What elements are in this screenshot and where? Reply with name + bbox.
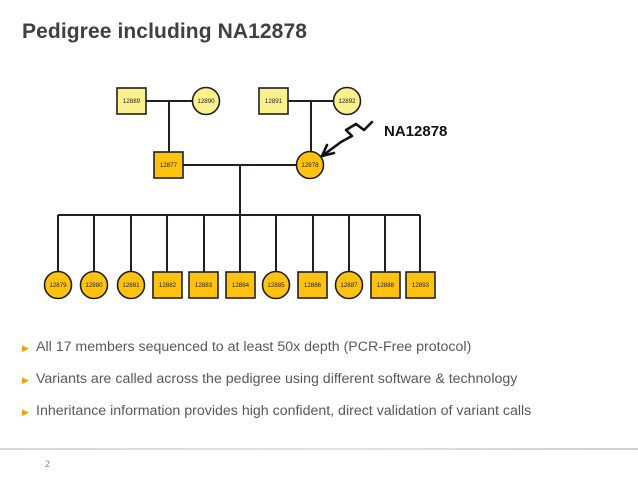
pedigree-node-12890: 12890 bbox=[191, 86, 221, 116]
pedigree-node-12882: 12882 bbox=[152, 271, 183, 299]
na12878-annotation: NA12878 bbox=[320, 120, 447, 158]
node-label: 12891 bbox=[265, 98, 283, 105]
node-label: 12881 bbox=[122, 282, 140, 289]
list-item: ▶ Variants are called across the pedigre… bbox=[22, 370, 622, 389]
bullet-text: Variants are called across the pedigree … bbox=[36, 371, 518, 388]
triangle-bullet-icon: ▶ bbox=[22, 343, 29, 353]
node-label: 12893 bbox=[412, 282, 430, 289]
node-label: 12882 bbox=[159, 282, 177, 289]
pedigree-node-12877: 12877 bbox=[153, 151, 184, 179]
node-label: 12885 bbox=[267, 282, 285, 289]
sibship-bar bbox=[57, 214, 421, 272]
page-title: Pedigree including NA12878 bbox=[22, 20, 308, 43]
triangle-bullet-icon: ▶ bbox=[22, 375, 29, 386]
pedigree-node-12888: 12888 bbox=[370, 271, 401, 299]
list-item: ▶ All 17 members sequenced to at least 5… bbox=[22, 338, 622, 357]
pedigree-node-12887: 12887 bbox=[334, 270, 364, 300]
node-label: 12879 bbox=[49, 282, 67, 289]
list-item: ▶ Inheritance information provides high … bbox=[22, 402, 622, 421]
pedigree-diagram: 12889 12890 12891 12892 12877 12878 bbox=[0, 60, 638, 320]
node-label: 12884 bbox=[232, 282, 250, 289]
pedigree-node-12878: 12878 bbox=[295, 150, 325, 180]
node-label: 12878 bbox=[301, 162, 319, 169]
pedigree-node-12891: 12891 bbox=[258, 87, 289, 115]
node-label: 12888 bbox=[377, 282, 395, 289]
triangle-bullet-icon: ▶ bbox=[22, 407, 29, 418]
gen2-couple-lines bbox=[183, 164, 297, 215]
bullet-text: All 17 members sequenced to at least 50x… bbox=[36, 339, 472, 355]
pedigree-node-12889: 12889 bbox=[116, 87, 147, 115]
pedigree-node-12892: 12892 bbox=[332, 86, 362, 116]
squiggle-arrow-icon bbox=[320, 120, 374, 158]
pedigree-node-12886: 12886 bbox=[297, 271, 328, 299]
pedigree-node-12884: 12884 bbox=[225, 271, 256, 299]
node-label: 12877 bbox=[160, 162, 178, 169]
node-label: 12883 bbox=[195, 282, 213, 289]
bullet-list: ▶ All 17 members sequenced to at least 5… bbox=[22, 338, 622, 435]
pedigree-node-12885: 12885 bbox=[261, 270, 291, 300]
pedigree-node-12893: 12893 bbox=[405, 271, 436, 299]
pedigree-node-12883: 12883 bbox=[188, 271, 219, 299]
pedigree-node-12879: 12879 bbox=[43, 270, 73, 300]
node-label: 12886 bbox=[304, 282, 322, 289]
node-label: 12892 bbox=[338, 98, 356, 105]
page-number: 2 bbox=[45, 459, 51, 469]
bullet-text: Inheritance information provides high co… bbox=[36, 403, 532, 420]
footer-divider bbox=[0, 448, 638, 450]
node-label: 12889 bbox=[123, 98, 141, 105]
annotation-label: NA12878 bbox=[384, 123, 447, 140]
pedigree-node-12881: 12881 bbox=[116, 270, 146, 300]
node-label: 12887 bbox=[340, 282, 358, 289]
node-label: 12880 bbox=[85, 282, 103, 289]
pedigree-node-12880: 12880 bbox=[79, 270, 109, 300]
node-label: 12890 bbox=[197, 98, 215, 105]
